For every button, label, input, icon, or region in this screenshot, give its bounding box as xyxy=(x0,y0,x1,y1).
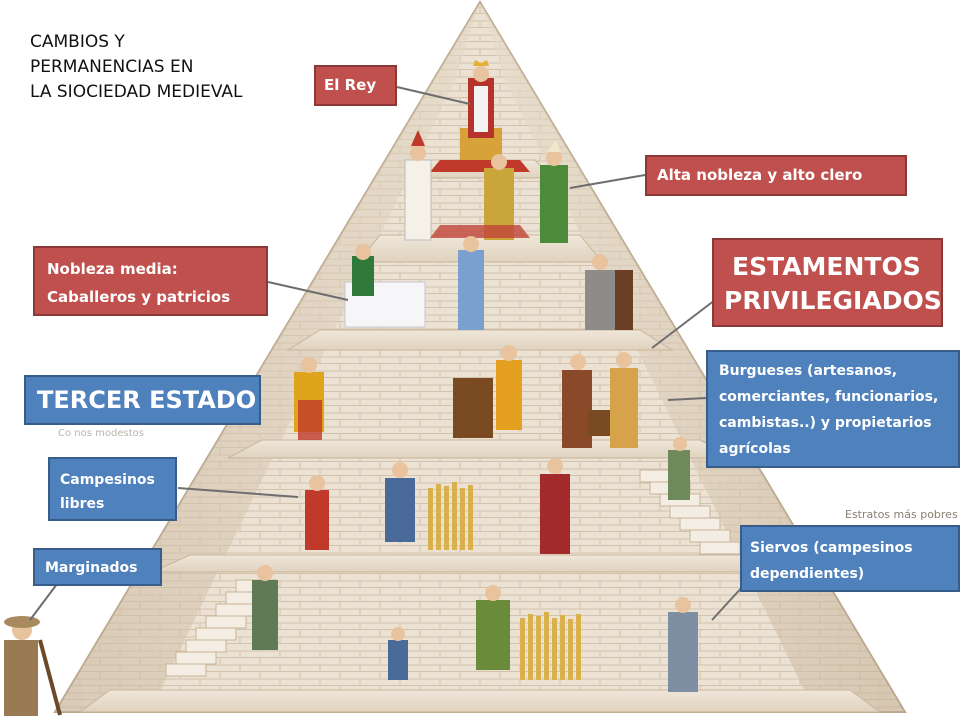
estratos-image-text: Estratos más pobres xyxy=(845,508,958,521)
pyramid-tiers xyxy=(78,159,882,713)
label-burgueses-line-2: comerciantes, funcionarios, xyxy=(719,389,939,405)
serfs-figures xyxy=(252,565,698,692)
label-alta-nobleza: Alta nobleza y alto clero xyxy=(645,155,907,196)
label-alta-nobleza-text: Alta nobleza y alto clero xyxy=(657,166,863,184)
label-tercer-estado-text: TERCER ESTADO xyxy=(37,386,257,414)
label-estamentos-line-2: PRIVILEGIADOS xyxy=(724,286,942,315)
marginado-figure xyxy=(4,616,62,716)
high-nobility-figures xyxy=(404,130,568,243)
title-line-1: CAMBIOS Y xyxy=(30,32,125,52)
faint-image-text: Co nos modestos xyxy=(58,428,144,439)
title-line-3: LA SIOCIEDAD MEDIEVAL xyxy=(30,82,243,102)
label-campesinos-line-2: libres xyxy=(60,496,105,512)
label-campesinos-line-1: Campesinos xyxy=(60,472,155,488)
page-title: CAMBIOS Y PERMANENCIAS EN LA SIOCIEDAD M… xyxy=(30,30,243,105)
label-nobleza-media: Nobleza media: Caballeros y patricios xyxy=(33,246,268,316)
label-marginados-text: Marginados xyxy=(45,560,138,576)
label-tercer-estado: TERCER ESTADO xyxy=(24,375,261,425)
label-estamentos-privilegiados: ESTAMENTOS PRIVILEGIADOS xyxy=(712,238,943,327)
label-nobleza-media-line-1: Nobleza media: xyxy=(47,260,178,278)
label-nobleza-media-line-2: Caballeros y patricios xyxy=(47,288,231,306)
label-el-rey: El Rey xyxy=(314,65,397,106)
label-burgueses: Burgueses (artesanos, comerciantes, func… xyxy=(706,350,960,468)
label-siervos: Siervos (campesinos dependientes) xyxy=(740,525,960,592)
label-el-rey-text: El Rey xyxy=(324,76,377,94)
connector-lines xyxy=(29,86,745,621)
label-burgueses-line-3: cambistas..) y propietarios xyxy=(719,415,932,431)
label-estamentos-line-1: ESTAMENTOS xyxy=(732,252,921,281)
label-burgueses-line-4: agrícolas xyxy=(719,441,791,457)
pyramid-left-face xyxy=(55,2,480,712)
label-siervos-line-1: Siervos (campesinos xyxy=(750,540,913,556)
middle-nobility-figures xyxy=(344,236,633,330)
bourgeois-figures xyxy=(294,345,638,448)
free-peasants-figures xyxy=(305,437,690,554)
label-siervos-line-2: dependientes) xyxy=(750,566,865,582)
label-marginados: Marginados xyxy=(33,548,162,586)
label-campesinos-libres: Campesinos libres xyxy=(48,457,177,521)
label-burgueses-line-1: Burgueses (artesanos, xyxy=(719,363,898,379)
title-line-2: PERMANENCIAS EN xyxy=(30,57,194,77)
